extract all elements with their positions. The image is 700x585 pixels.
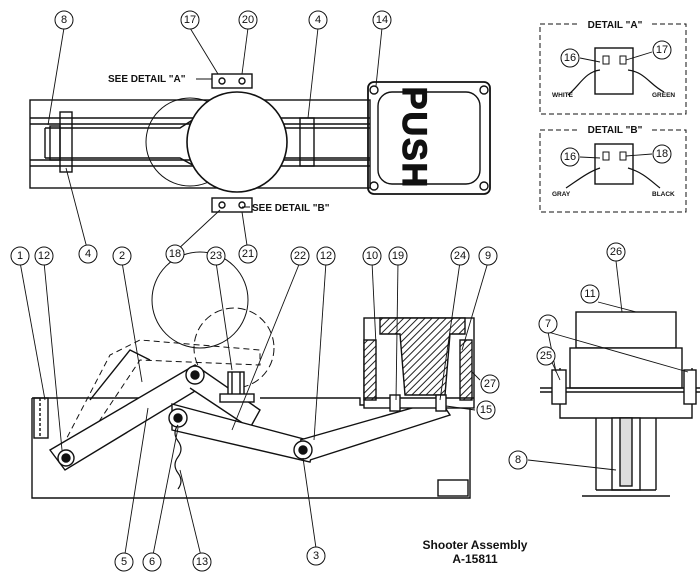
callout-23: 23 xyxy=(206,246,226,266)
wire-black-label: BLACK xyxy=(652,191,675,198)
push-label: PUSH xyxy=(395,87,433,189)
svg-text:7: 7 xyxy=(545,318,551,330)
switch-bottom xyxy=(211,197,253,213)
callout-18: 18 xyxy=(165,244,185,264)
callout-16-detail-b: 16 xyxy=(560,147,580,167)
callout-16-detail-a: 16 xyxy=(560,48,580,68)
callout-10: 10 xyxy=(362,246,382,266)
svg-text:26: 26 xyxy=(610,246,622,258)
wire-white-label: WHITE xyxy=(552,92,574,99)
solenoid-cap xyxy=(575,311,677,349)
svg-text:27: 27 xyxy=(484,378,496,390)
end-view xyxy=(540,311,700,497)
see-detail-a-label: SEE DETAIL "A" xyxy=(108,74,186,85)
callout-14: 14 xyxy=(372,10,392,30)
mount-bracket-right xyxy=(683,369,697,405)
svg-text:18: 18 xyxy=(169,248,181,260)
svg-text:17: 17 xyxy=(656,44,668,56)
callout-5: 5 xyxy=(114,552,134,572)
svg-text:19: 19 xyxy=(392,250,404,262)
switch-top xyxy=(211,73,253,89)
svg-text:14: 14 xyxy=(376,14,388,26)
callout-8-bottom: 8 xyxy=(508,450,528,470)
detail-a-title: DETAIL "A" xyxy=(588,20,643,31)
callout-20: 20 xyxy=(238,10,258,30)
caption-part-number: A-15811 xyxy=(452,552,498,566)
rail-frame xyxy=(29,99,371,189)
callout-12-left: 12 xyxy=(34,246,54,266)
mount-bracket-left xyxy=(551,369,567,405)
callout-1: 1 xyxy=(10,246,30,266)
callout-8-top: 8 xyxy=(54,10,74,30)
svg-text:11: 11 xyxy=(584,288,595,300)
svg-text:1: 1 xyxy=(17,250,23,262)
rail-bracket xyxy=(59,111,73,173)
detail-b: DETAIL "B" GRAY BLACK xyxy=(539,125,687,213)
push-button-housing xyxy=(367,81,491,195)
wire-green-label: GREEN xyxy=(652,92,675,99)
svg-text:3: 3 xyxy=(313,550,319,562)
svg-text:8: 8 xyxy=(61,14,67,26)
callout-6: 6 xyxy=(142,552,162,572)
svg-text:10: 10 xyxy=(366,250,378,262)
see-detail-b-label: SEE DETAIL "B" xyxy=(252,203,330,214)
callout-3: 3 xyxy=(306,546,326,566)
svg-text:5: 5 xyxy=(121,556,127,568)
svg-text:18: 18 xyxy=(656,148,668,160)
svg-text:20: 20 xyxy=(242,14,254,26)
svg-text:6: 6 xyxy=(149,556,155,568)
left-post xyxy=(33,397,49,439)
callout-11: 11 xyxy=(580,284,600,304)
rail-bracket xyxy=(299,117,315,167)
svg-text:12: 12 xyxy=(38,250,50,262)
svg-text:4: 4 xyxy=(85,248,91,260)
callout-25: 25 xyxy=(536,346,556,366)
svg-text:8: 8 xyxy=(515,454,521,466)
callout-24: 24 xyxy=(450,246,470,266)
svg-text:13: 13 xyxy=(196,556,208,568)
switch-detail-b xyxy=(594,143,634,185)
callout-17-top: 17 xyxy=(180,10,200,30)
svg-text:22: 22 xyxy=(294,250,306,262)
callout-21: 21 xyxy=(238,244,258,264)
svg-text:12: 12 xyxy=(320,250,332,262)
callout-18-detail-b: 18 xyxy=(652,144,672,164)
svg-text:25: 25 xyxy=(540,350,552,362)
svg-text:16: 16 xyxy=(564,52,576,64)
callout-17-detail-a: 17 xyxy=(652,40,672,60)
ball xyxy=(186,91,288,193)
callout-4-top: 4 xyxy=(308,10,328,30)
detail-b-title: DETAIL "B" xyxy=(588,125,643,136)
svg-text:21: 21 xyxy=(242,248,254,260)
callout-13: 13 xyxy=(192,552,212,572)
svg-text:23: 23 xyxy=(210,250,222,262)
callout-12-right: 12 xyxy=(316,246,336,266)
svg-text:2: 2 xyxy=(119,250,125,262)
svg-text:9: 9 xyxy=(485,250,491,262)
callout-22: 22 xyxy=(290,246,310,266)
side-view xyxy=(31,251,475,499)
top-view xyxy=(29,73,491,213)
svg-text:24: 24 xyxy=(454,250,466,262)
callout-19: 19 xyxy=(388,246,408,266)
callout-9: 9 xyxy=(478,246,498,266)
svg-text:16: 16 xyxy=(564,151,576,163)
solenoid-body xyxy=(569,347,683,389)
callout-15: 15 xyxy=(476,400,496,420)
rod-end-block xyxy=(49,125,61,161)
switch-detail-a xyxy=(594,47,634,95)
callout-27: 27 xyxy=(480,374,500,394)
callout-4-bottom: 4 xyxy=(78,244,98,264)
callout-2: 2 xyxy=(112,246,132,266)
svg-text:15: 15 xyxy=(480,404,492,416)
svg-text:4: 4 xyxy=(315,14,321,26)
detail-a: DETAIL "A" WHITE GREEN xyxy=(539,20,687,115)
callout-7: 7 xyxy=(538,314,558,334)
svg-text:17: 17 xyxy=(184,14,196,26)
wire-gray-label: GRAY xyxy=(552,191,571,198)
callout-26: 26 xyxy=(606,242,626,262)
caption-title: Shooter Assembly xyxy=(422,538,528,552)
callouts: 8 17 20 4 14 16 17 16 18 4 18 21 1 12 2 … xyxy=(10,10,672,572)
